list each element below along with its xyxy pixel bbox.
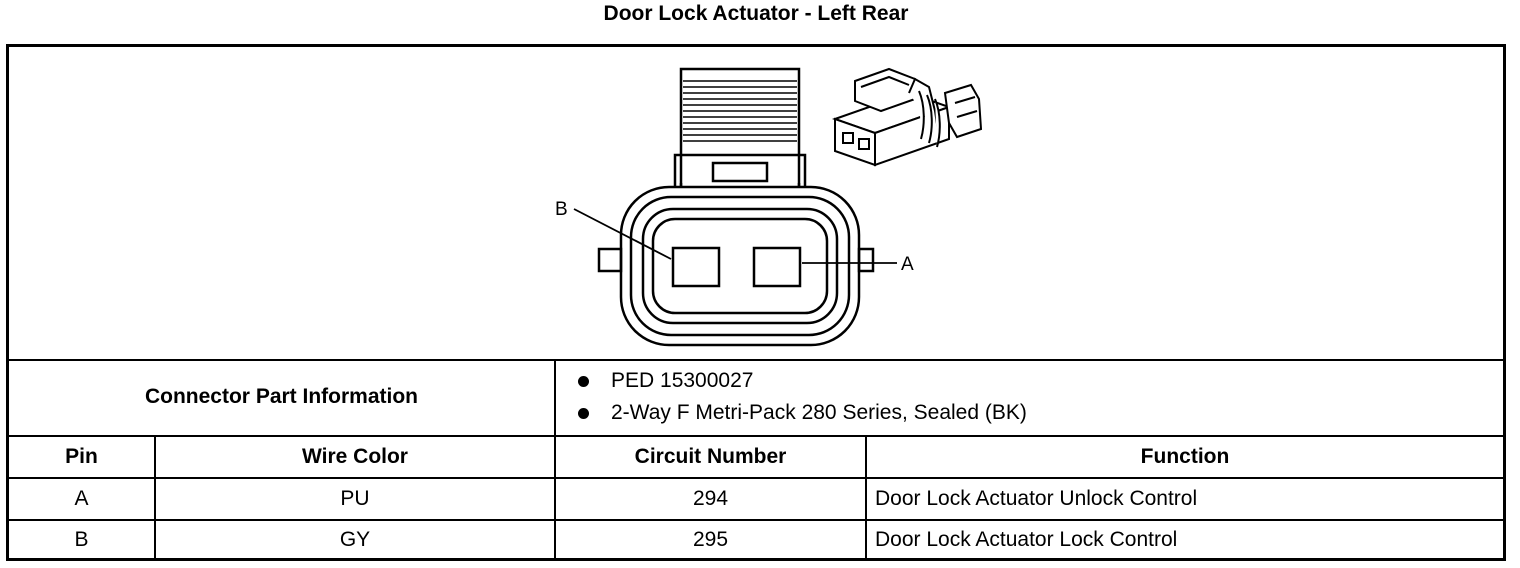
bullet-icon [578,375,589,387]
connector-isometric-view [831,67,983,167]
connector-info-text: 2-Way F Metri-Pack 280 Series, Sealed (B… [611,401,1027,424]
terminal-cavity-a [752,246,802,288]
cell-function: Door Lock Actuator Unlock Control [865,479,1503,519]
connector-diagram: B A [9,47,1503,361]
pin-label-b: B [555,199,568,220]
connector-info-item: 2-Way F Metri-Pack 280 Series, Sealed (B… [578,397,1027,429]
table-header-row: Pin Wire Color Circuit Number Function [9,437,1503,479]
header-pin: Pin [65,445,98,468]
connector-info-text: PED 15300027 [611,369,754,392]
connector-face-illustration: B A [555,67,983,347]
header-circuit-number: Circuit Number [554,437,865,477]
cell-circuit-number: 294 [554,479,865,519]
cell-circuit-number: 295 [554,521,865,558]
connector-sheet: B A Connector Part Information [6,44,1506,561]
connector-info-label: Connector Part Information [144,385,418,408]
table-row: A PU 294 Door Lock Actuator Unlock Contr… [9,479,1503,521]
connector-info-details: PED 15300027 2-Way F Metri-Pack 280 Seri… [554,359,1503,435]
header-function: Function [865,437,1503,477]
terminal-cavity-b [671,246,721,288]
cell-wire-color: GY [154,521,554,558]
connector-info-row: Connector Part Information PED 15300027 … [9,359,1503,437]
table-row: B GY 295 Door Lock Actuator Lock Control [9,521,1503,558]
pin-label-a: A [901,254,914,275]
connector-latch [673,67,807,193]
cell-function: Door Lock Actuator Lock Control [865,521,1503,558]
connector-body [597,185,875,347]
header-wire-color: Wire Color [154,437,554,477]
page-title: Door Lock Actuator - Left Rear [603,2,909,25]
connector-info-list: PED 15300027 2-Way F Metri-Pack 280 Seri… [556,365,1027,429]
cell-wire-color: PU [154,479,554,519]
connector-info-item: PED 15300027 [578,365,1027,397]
cell-pin: B [74,527,89,551]
bullet-icon [578,407,589,419]
cell-pin: A [74,487,89,510]
leader-line-b [573,208,672,260]
